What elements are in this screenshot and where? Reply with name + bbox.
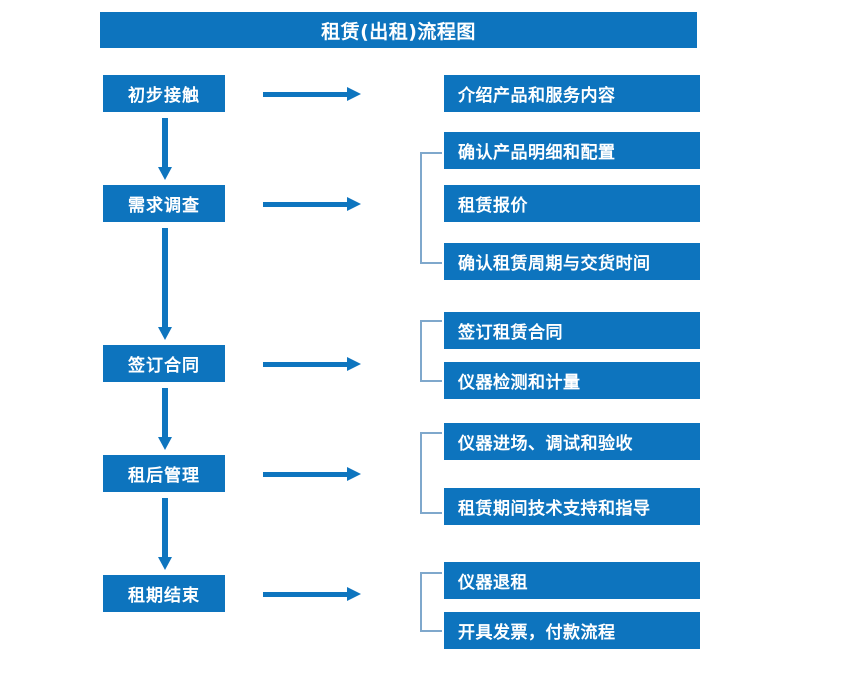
arrow-right-stage3 — [263, 356, 363, 372]
arrow-right-stage2 — [263, 196, 363, 212]
detail-box-4-2[interactable]: 租赁期间技术支持和指导 — [444, 488, 700, 525]
detail-box-2-2[interactable]: 租赁报价 — [444, 185, 700, 222]
group-bracket-stage4 — [420, 432, 442, 514]
detail-box-4-1[interactable]: 仪器进场、调试和验收 — [444, 423, 700, 460]
arrow-down-stage2-to-stage3 — [157, 228, 173, 340]
group-bracket-stage3 — [420, 320, 442, 382]
detail-box-1-1[interactable]: 介绍产品和服务内容 — [444, 75, 700, 112]
stage-box-4[interactable]: 租后管理 — [103, 455, 225, 492]
stage-box-1[interactable]: 初步接触 — [103, 75, 225, 112]
arrow-down-stage4-to-stage5 — [157, 498, 173, 570]
diagram-title: 租赁(出租)流程图 — [100, 12, 697, 48]
arrow-right-stage1 — [263, 86, 363, 102]
detail-box-2-1[interactable]: 确认产品明细和配置 — [444, 132, 700, 169]
group-bracket-stage2 — [420, 152, 442, 264]
detail-box-3-2[interactable]: 仪器检测和计量 — [444, 362, 700, 399]
detail-box-5-2[interactable]: 开具发票，付款流程 — [444, 612, 700, 649]
arrow-right-stage5 — [263, 586, 363, 602]
detail-box-5-1[interactable]: 仪器退租 — [444, 562, 700, 599]
stage-box-5[interactable]: 租期结束 — [103, 575, 225, 612]
group-bracket-stage5 — [420, 572, 442, 632]
arrow-down-stage1-to-stage2 — [157, 118, 173, 180]
detail-box-3-1[interactable]: 签订租赁合同 — [444, 312, 700, 349]
detail-box-2-3[interactable]: 确认租赁周期与交货时间 — [444, 243, 700, 280]
arrow-right-stage4 — [263, 466, 363, 482]
stage-box-3[interactable]: 签订合同 — [103, 345, 225, 382]
arrow-down-stage3-to-stage4 — [157, 388, 173, 450]
stage-box-2[interactable]: 需求调查 — [103, 185, 225, 222]
